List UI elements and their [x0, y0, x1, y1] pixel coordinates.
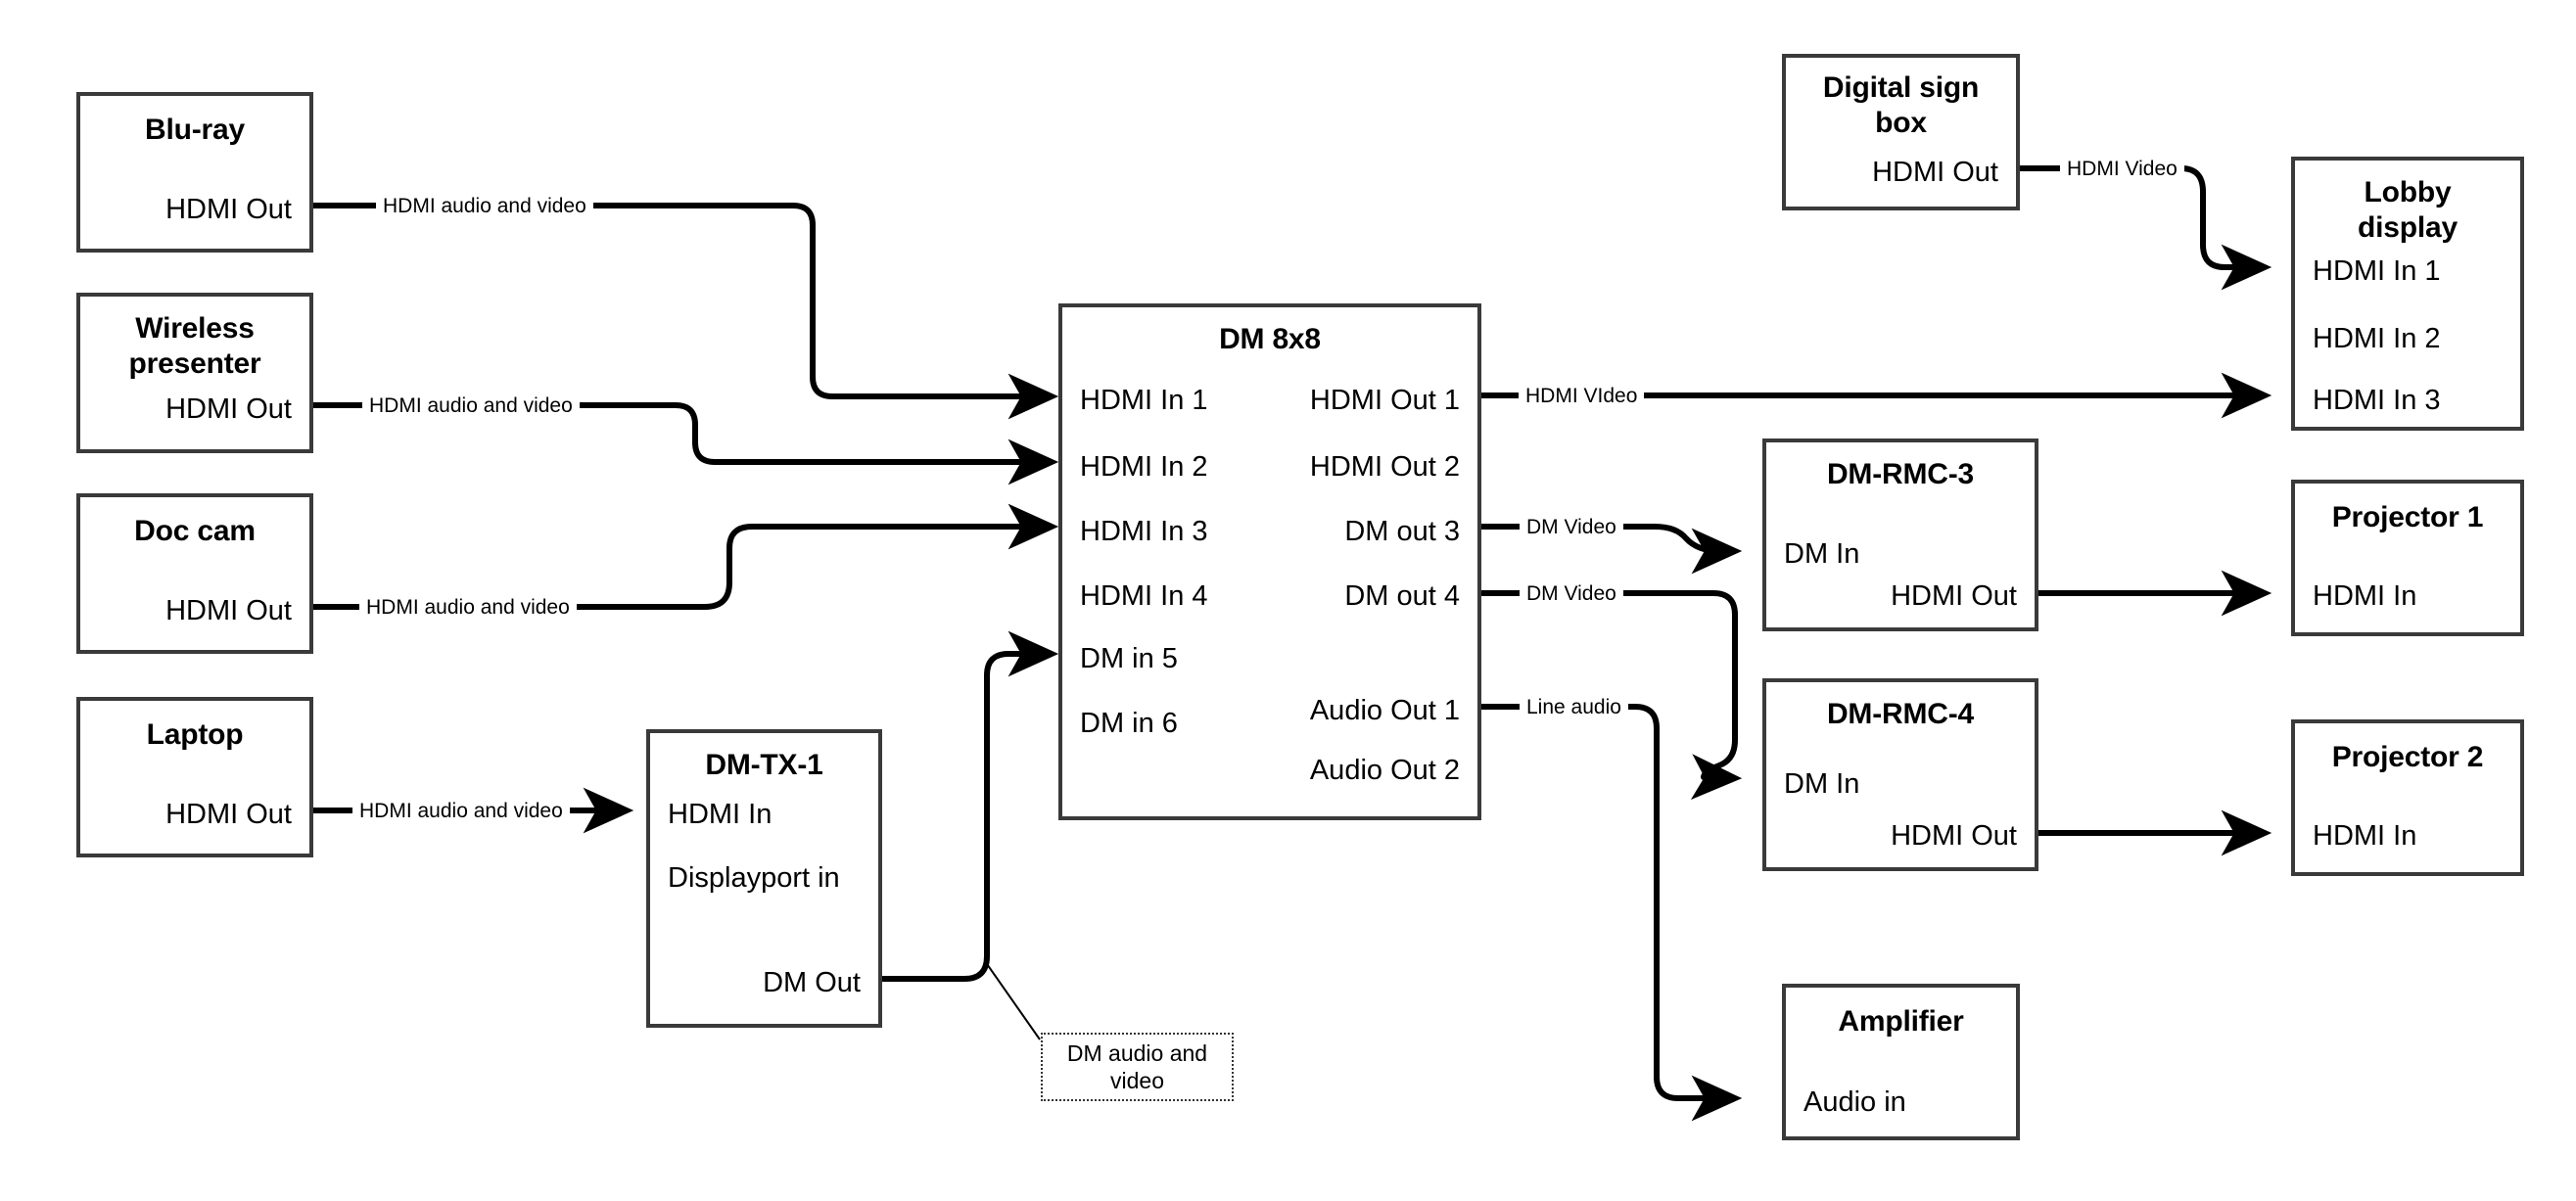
- device-dm-8x8-input-hdmi-in-3: HDMI In 3: [1080, 516, 1208, 547]
- device-laptop-port-hdmi-out: HDMI Out: [165, 799, 292, 830]
- device-dm-rmc-4-port-hdmi-out: HDMI Out: [1891, 820, 2017, 852]
- wire-audioout1-to-amplifier: [1481, 704, 1743, 1122]
- device-dm-tx-1-port-displayport-in: Displayport in: [668, 862, 840, 894]
- device-dm-tx-1-port-dm-out: DM Out: [763, 967, 861, 998]
- device-amplifier-port-audio-in: Audio in: [1803, 1086, 1906, 1118]
- wire-dmout3-to-rmc3: [1481, 524, 1743, 575]
- device-lobby-display-input-hdmi-in-2: HDMI In 2: [2313, 323, 2441, 354]
- label-bluray-to-hdmi-in-1: HDMI audio and video: [376, 195, 593, 218]
- device-lobby-display[interactable]: Lobby display HDMI In 1 HDMI In 2 HDMI I…: [2291, 157, 2524, 431]
- device-dm-8x8-input-hdmi-in-4: HDMI In 4: [1080, 580, 1208, 612]
- device-bluray-port-hdmi-out: HDMI Out: [165, 194, 292, 225]
- device-dm-8x8-output-hdmi-out-2: HDMI Out 2: [1309, 451, 1460, 483]
- device-bluray-title: Blu-ray: [145, 114, 245, 146]
- device-projector-1[interactable]: Projector 1 HDMI In: [2291, 480, 2524, 636]
- device-wireless-presenter-title-line1: Wireless: [135, 312, 255, 345]
- device-digital-sign-box-title-line2: box: [1875, 107, 1927, 139]
- leader-dm-audio-video-note: [984, 960, 1041, 1040]
- label-dmout4-to-rmc4: DM Video: [1520, 582, 1623, 606]
- wire-doccam-to-hdmi-in-3: [313, 503, 1059, 610]
- device-dm-8x8[interactable]: DM 8x8 HDMI In 1 HDMI In 2 HDMI In 3 HDM…: [1058, 303, 1481, 820]
- device-bluray[interactable]: Blu-ray HDMI Out: [76, 92, 313, 253]
- device-amplifier-title: Amplifier: [1838, 1005, 1964, 1038]
- label-wireless-to-hdmi-in-2: HDMI audio and video: [362, 394, 580, 418]
- device-digital-sign-box-port-hdmi-out: HDMI Out: [1872, 157, 1998, 188]
- device-dm-8x8-input-hdmi-in-2: HDMI In 2: [1080, 451, 1208, 483]
- device-dm-8x8-input-dm-in-6: DM in 6: [1080, 708, 1178, 739]
- device-dm-rmc-4[interactable]: DM-RMC-4 DM In HDMI Out: [1762, 678, 2038, 871]
- wire-bluray-to-hdmi-in-1: [313, 203, 1059, 420]
- device-dm-8x8-title: DM 8x8: [1219, 323, 1321, 355]
- wire-dmtx1-to-dm-in-5: [882, 630, 1059, 982]
- device-dm-8x8-input-hdmi-in-1: HDMI In 1: [1080, 385, 1208, 416]
- label-laptop-to-dmtx1: HDMI audio and video: [352, 800, 570, 823]
- device-lobby-display-title-line2: display: [2358, 211, 2458, 244]
- device-dm-8x8-output-audio-out-2: Audio Out 2: [1309, 755, 1460, 786]
- device-dm-8x8-output-hdmi-out-1: HDMI Out 1: [1309, 385, 1460, 416]
- device-dm-rmc-4-title: DM-RMC-4: [1826, 698, 1975, 730]
- device-lobby-display-input-hdmi-in-3: HDMI In 3: [2313, 385, 2441, 416]
- device-dm-8x8-output-audio-out-1: Audio Out 1: [1309, 695, 1460, 726]
- device-projector-2-port-hdmi-in: HDMI In: [2313, 820, 2417, 852]
- device-laptop[interactable]: Laptop HDMI Out: [76, 697, 313, 857]
- device-dm-rmc-3-title: DM-RMC-3: [1826, 458, 1975, 490]
- device-wireless-presenter-title-line2: presenter: [128, 347, 261, 380]
- device-dm-rmc-3[interactable]: DM-RMC-3 DM In HDMI Out: [1762, 439, 2038, 631]
- label-sign-to-lobby: HDMI Video: [2060, 158, 2184, 181]
- device-digital-sign-box-title-line1: Digital sign: [1822, 71, 1980, 104]
- label-audioout1-to-amplifier: Line audio: [1520, 696, 1628, 719]
- wire-sign-to-lobby-in-1: [2020, 165, 2272, 291]
- device-dm-tx-1[interactable]: DM-TX-1 HDMI In Displayport in DM Out: [646, 729, 882, 1028]
- device-amplifier[interactable]: Amplifier Audio in: [1782, 984, 2020, 1140]
- device-digital-sign-box[interactable]: Digital sign box HDMI Out: [1782, 54, 2020, 210]
- label-dmout3-to-rmc3: DM Video: [1520, 516, 1623, 539]
- device-projector-1-port-hdmi-in: HDMI In: [2313, 580, 2417, 612]
- device-wireless-presenter-port-hdmi-out: HDMI Out: [165, 393, 292, 425]
- label-doccam-to-hdmi-in-3: HDMI audio and video: [359, 596, 577, 620]
- device-dm-8x8-input-dm-in-5: DM in 5: [1080, 643, 1178, 674]
- device-lobby-display-title-line1: Lobby: [2364, 176, 2452, 208]
- label-hdmiout1-to-lobby-in-3: HDMI VIdeo: [1519, 385, 1645, 408]
- device-lobby-display-input-hdmi-in-1: HDMI In 1: [2313, 255, 2441, 287]
- device-laptop-title: Laptop: [146, 718, 244, 751]
- device-doc-cam-port-hdmi-out: HDMI Out: [165, 595, 292, 626]
- device-dm-tx-1-port-hdmi-in: HDMI In: [668, 799, 773, 830]
- wire-wireless-to-hdmi-in-2: [313, 402, 1059, 485]
- device-wireless-presenter[interactable]: Wireless presenter HDMI Out: [76, 293, 313, 453]
- device-projector-2[interactable]: Projector 2 HDMI In: [2291, 719, 2524, 876]
- device-dm-8x8-output-dm-out-3: DM out 3: [1344, 516, 1460, 547]
- device-dm-rmc-3-port-hdmi-out: HDMI Out: [1891, 580, 2017, 612]
- note-dm-audio-and-video: DM audio and video: [1041, 1033, 1234, 1101]
- device-dm-rmc-3-port-dm-in: DM In: [1784, 538, 1860, 570]
- device-dm-tx-1-title: DM-TX-1: [705, 749, 823, 781]
- wire-dmout4-to-rmc4: [1481, 590, 1743, 801]
- device-doc-cam[interactable]: Doc cam HDMI Out: [76, 493, 313, 654]
- device-dm-8x8-output-dm-out-4: DM out 4: [1344, 580, 1460, 612]
- device-doc-cam-title: Doc cam: [134, 515, 256, 547]
- device-projector-1-title: Projector 1: [2331, 501, 2484, 533]
- device-dm-rmc-4-port-dm-in: DM In: [1784, 768, 1860, 800]
- device-projector-2-title: Projector 2: [2331, 741, 2484, 773]
